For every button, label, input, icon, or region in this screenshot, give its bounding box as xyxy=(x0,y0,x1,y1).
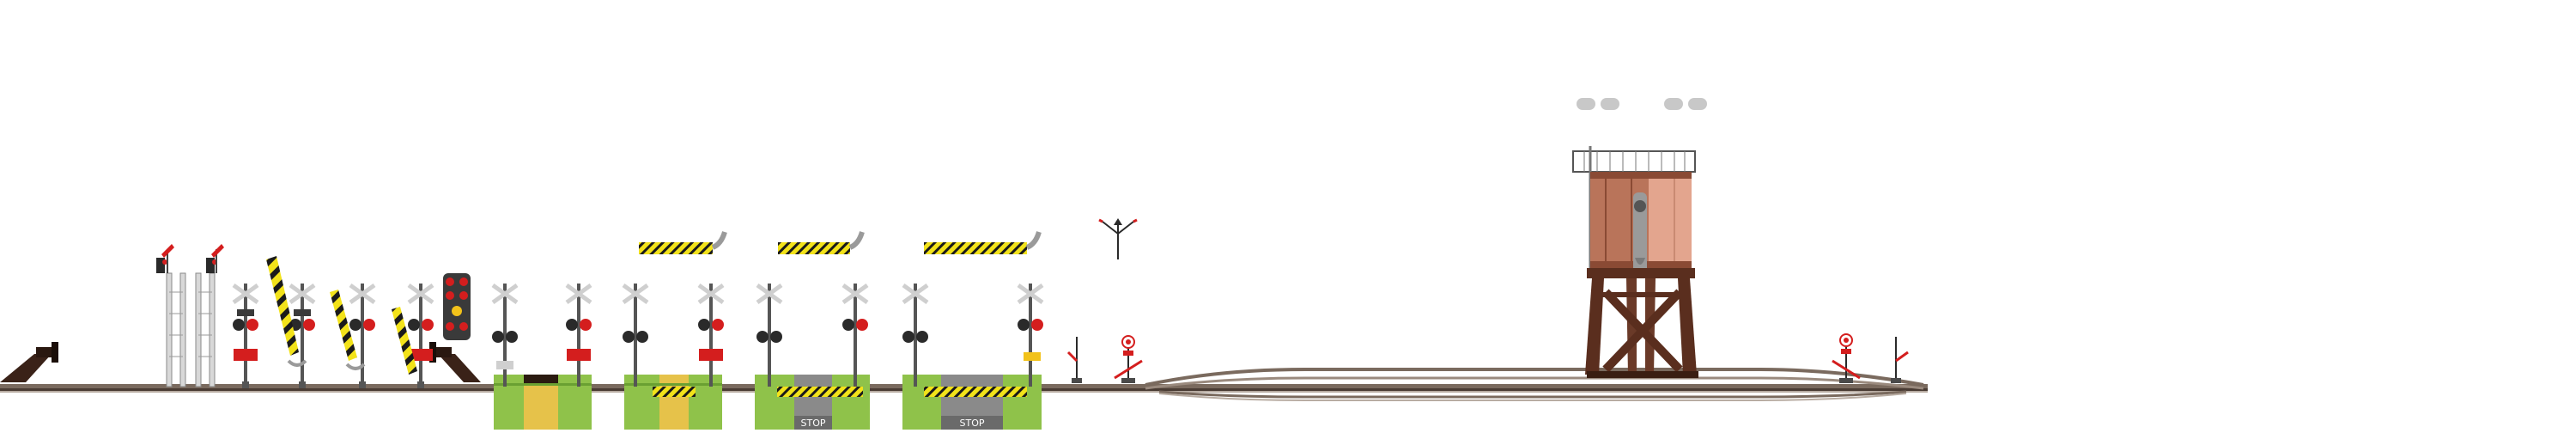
crossing-plate-2 xyxy=(624,375,722,430)
crossing-plate-1 xyxy=(494,375,592,430)
crossing-plate-1-signals xyxy=(491,283,592,387)
crossing-signal-1 xyxy=(232,283,259,388)
crossing-plate-3: STOP xyxy=(755,375,870,430)
crossing-signal-4-with-barrier xyxy=(392,283,434,388)
crossing-plate-2-signals xyxy=(622,231,727,387)
ground-signal-4 xyxy=(1891,337,1909,383)
stop-sign-label: STOP xyxy=(801,418,826,429)
ground-signal-1 xyxy=(1066,337,1082,383)
water-tower xyxy=(1572,98,1707,378)
steam-puffs xyxy=(1577,98,1707,110)
siding-track xyxy=(1145,368,1924,401)
ground-signal-3 xyxy=(1832,333,1861,383)
crossing-plate-3-signals xyxy=(756,231,869,387)
crossing-signal-2-with-barrier xyxy=(266,256,316,388)
stop-sign-label: STOP xyxy=(960,418,985,429)
crossing-plate-4: STOP xyxy=(902,375,1042,430)
crossing-signal-3-with-barrier xyxy=(330,283,376,388)
crossing-plate-4-signals xyxy=(902,231,1044,387)
semaphore-arms xyxy=(1098,218,1138,259)
traffic-light-cluster xyxy=(443,273,471,340)
ground-signal-2 xyxy=(1114,335,1143,383)
buffer-stop-right xyxy=(429,342,481,382)
tall-signal-ladder-1 xyxy=(156,244,186,387)
tall-signal-ladder-2 xyxy=(195,244,224,387)
buffer-stop-left xyxy=(0,342,58,382)
